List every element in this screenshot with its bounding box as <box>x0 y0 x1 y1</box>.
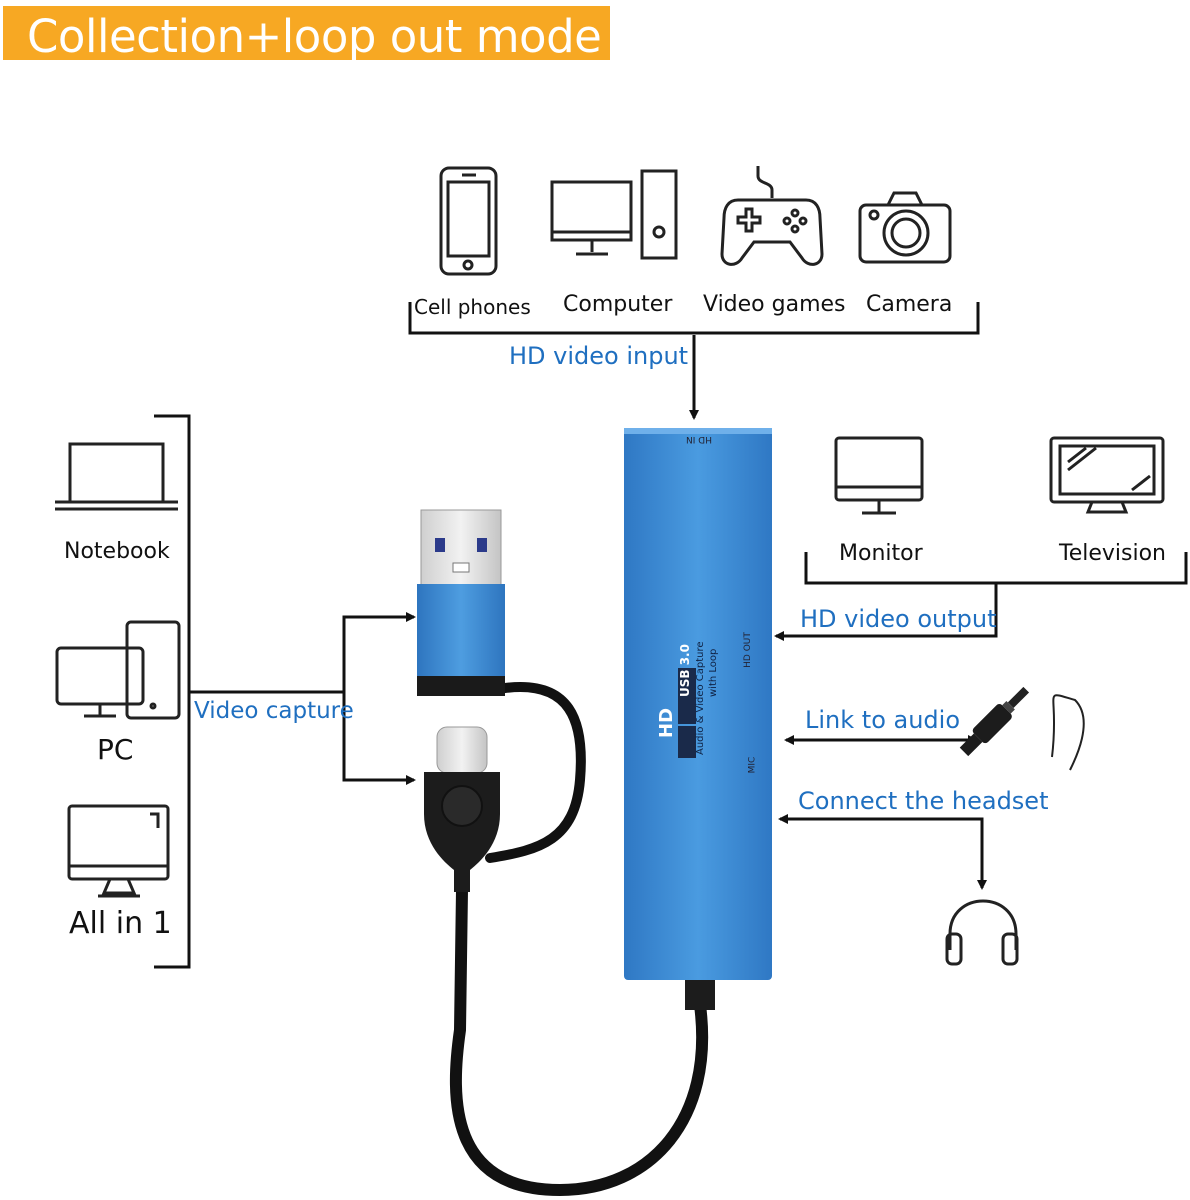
television-icon <box>1049 436 1165 514</box>
device-label-notebook: Notebook <box>64 539 170 564</box>
device-label <box>678 668 696 758</box>
usb-badge: USB 3.0 <box>678 644 692 697</box>
port-label-hd-out: HD OUT <box>742 632 753 668</box>
camera-icon <box>858 191 952 264</box>
device-label-monitor: Monitor <box>839 541 923 566</box>
device-label-pc: PC <box>97 733 134 766</box>
device-label-all-in-1: All in 1 <box>69 906 172 941</box>
device-label-camera: Camera <box>866 292 953 317</box>
connect-headset-label: Connect the headset <box>798 787 1049 815</box>
computer-icon <box>550 169 678 260</box>
monitor-icon <box>834 436 924 515</box>
output-bracket <box>790 552 1188 638</box>
cable <box>449 681 709 1197</box>
headphones-icon <box>945 899 1019 966</box>
port-label-hd-in: HD IN <box>686 434 712 444</box>
device-label-computer: Computer <box>563 292 673 317</box>
capture-device <box>624 428 772 1010</box>
all-in-one-icon <box>67 804 170 898</box>
cell-phone-icon <box>439 166 498 276</box>
hd-video-output-label: HD video output <box>800 605 997 633</box>
headset-line <box>790 817 984 880</box>
game-controller-icon <box>720 166 824 266</box>
audio-jack-icon <box>959 686 1085 771</box>
notebook-icon <box>55 442 178 511</box>
capture-bracket <box>154 414 404 969</box>
input-bracket <box>408 302 980 335</box>
usb-a-connector <box>417 509 505 696</box>
title-banner: Collection+loop out mode <box>3 6 610 63</box>
hd-video-input-label: HD video input <box>509 342 689 370</box>
banner-title: Collection+loop out mode <box>27 10 602 63</box>
link-to-audio-label: Link to audio <box>805 706 961 734</box>
device-label-television: Television <box>1059 541 1166 566</box>
device-label-cell-phones: Cell phones <box>414 295 531 319</box>
device-caption-line2: with Loop <box>708 648 719 697</box>
device-label-video-games: Video games <box>703 292 846 317</box>
usb-c-connector <box>424 726 500 892</box>
video-capture-label: Video capture <box>194 698 354 724</box>
port-label-mic: MIC <box>747 756 758 774</box>
device-brand: HD <box>656 707 677 738</box>
pc-icon <box>55 620 181 720</box>
device-caption-line1: Audio & Video Capture <box>695 641 706 755</box>
